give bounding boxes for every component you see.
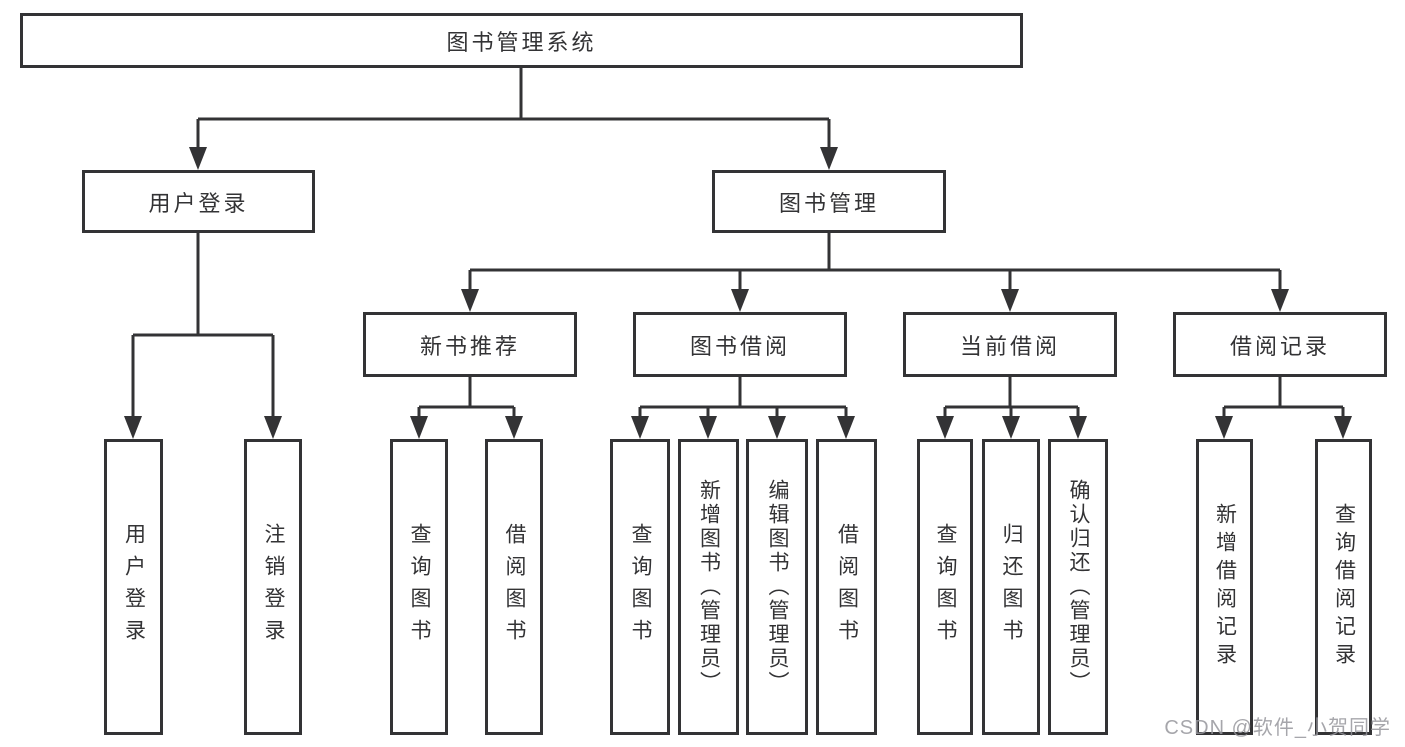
leaf-record-add: 新增借阅记录 [1196,439,1253,735]
leaf-recommend-query-book: 查询图书 [390,439,448,735]
leaf-borrow-query-book: 查询图书 [610,439,670,735]
node-user-login: 用户登录 [82,170,315,233]
node-borrow-record: 借阅记录 [1173,312,1387,377]
leaf-user-login: 用户登录 [104,439,163,735]
csdn-watermark: CSDN @软件_小贺同学 [1164,717,1391,739]
leaf-record-query: 查询借阅记录 [1315,439,1372,735]
leaf-current-confirm-return-admin: 确认归还（管理员） [1048,439,1108,735]
leaf-borrow-borrow-book: 借阅图书 [816,439,877,735]
leaf-current-return-book: 归还图书 [982,439,1040,735]
node-current-borrow: 当前借阅 [903,312,1117,377]
node-book-management: 图书管理 [712,170,946,233]
leaf-logout: 注销登录 [244,439,302,735]
node-book-borrow: 图书借阅 [633,312,847,377]
leaf-recommend-borrow-book: 借阅图书 [485,439,543,735]
node-new-book-recommend: 新书推荐 [363,312,577,377]
leaf-current-query-book: 查询图书 [917,439,973,735]
node-root: 图书管理系统 [20,13,1023,68]
leaf-borrow-edit-book-admin: 编辑图书（管理员） [746,439,808,735]
leaf-borrow-add-book-admin: 新增图书（管理员） [678,439,739,735]
arrowheads [124,147,1352,439]
